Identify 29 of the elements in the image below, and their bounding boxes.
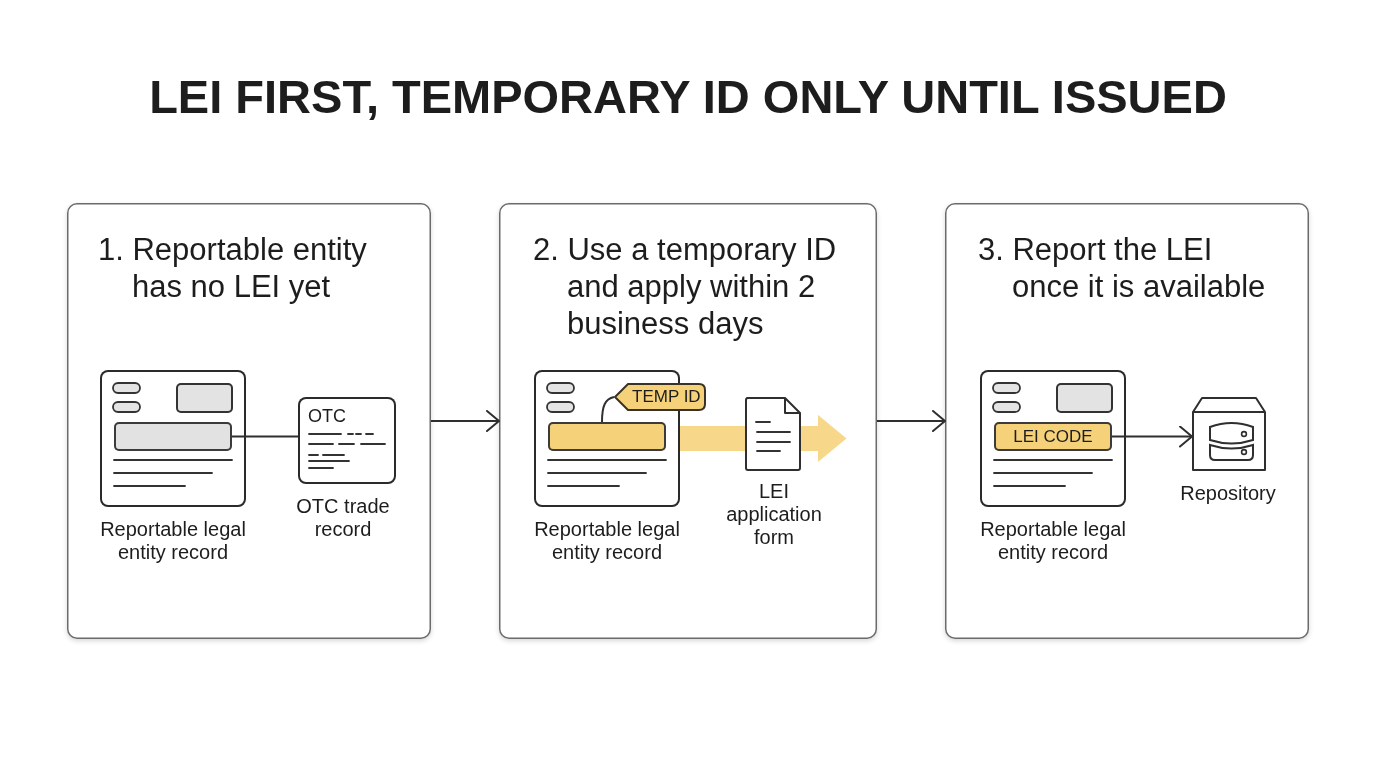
arrow — [430, 410, 500, 432]
record-card — [534, 370, 680, 507]
step-panel — [945, 203, 1309, 639]
document-icon — [745, 397, 801, 471]
input-field — [548, 422, 666, 451]
item-label: Reportable legal entity record — [979, 518, 1127, 564]
connector-line — [231, 435, 299, 438]
item-label: OTC trade record — [295, 495, 391, 541]
trade-record-card — [298, 397, 396, 484]
arrow — [1111, 425, 1193, 448]
code-field: LEI CODE — [994, 422, 1112, 451]
step-heading: 3. Report the LEI once it is available — [978, 231, 1267, 305]
card-heading: OTC — [308, 405, 347, 427]
arrow — [876, 410, 946, 432]
item-label: LEI application form — [725, 480, 823, 549]
item-label: Reportable legal entity record — [99, 518, 247, 564]
id-tag: TEMP ID — [614, 383, 706, 411]
step-panel — [67, 203, 431, 639]
record-card — [980, 370, 1126, 507]
diagram-title: LEI FIRST, TEMPORARY ID ONLY UNTIL ISSUED — [148, 69, 1228, 125]
step-panel — [499, 203, 877, 639]
step-heading: 2. Use a temporary ID and apply within 2 business days — [533, 231, 838, 342]
database-icon — [1192, 397, 1266, 471]
step-heading: 1. Reportable entity has no LEI yet — [98, 231, 368, 305]
connector-line — [601, 396, 615, 423]
input-field — [114, 422, 232, 451]
item-label: Reportable legal entity record — [533, 518, 681, 564]
record-card — [100, 370, 246, 507]
item-label: Repository — [1179, 482, 1277, 505]
